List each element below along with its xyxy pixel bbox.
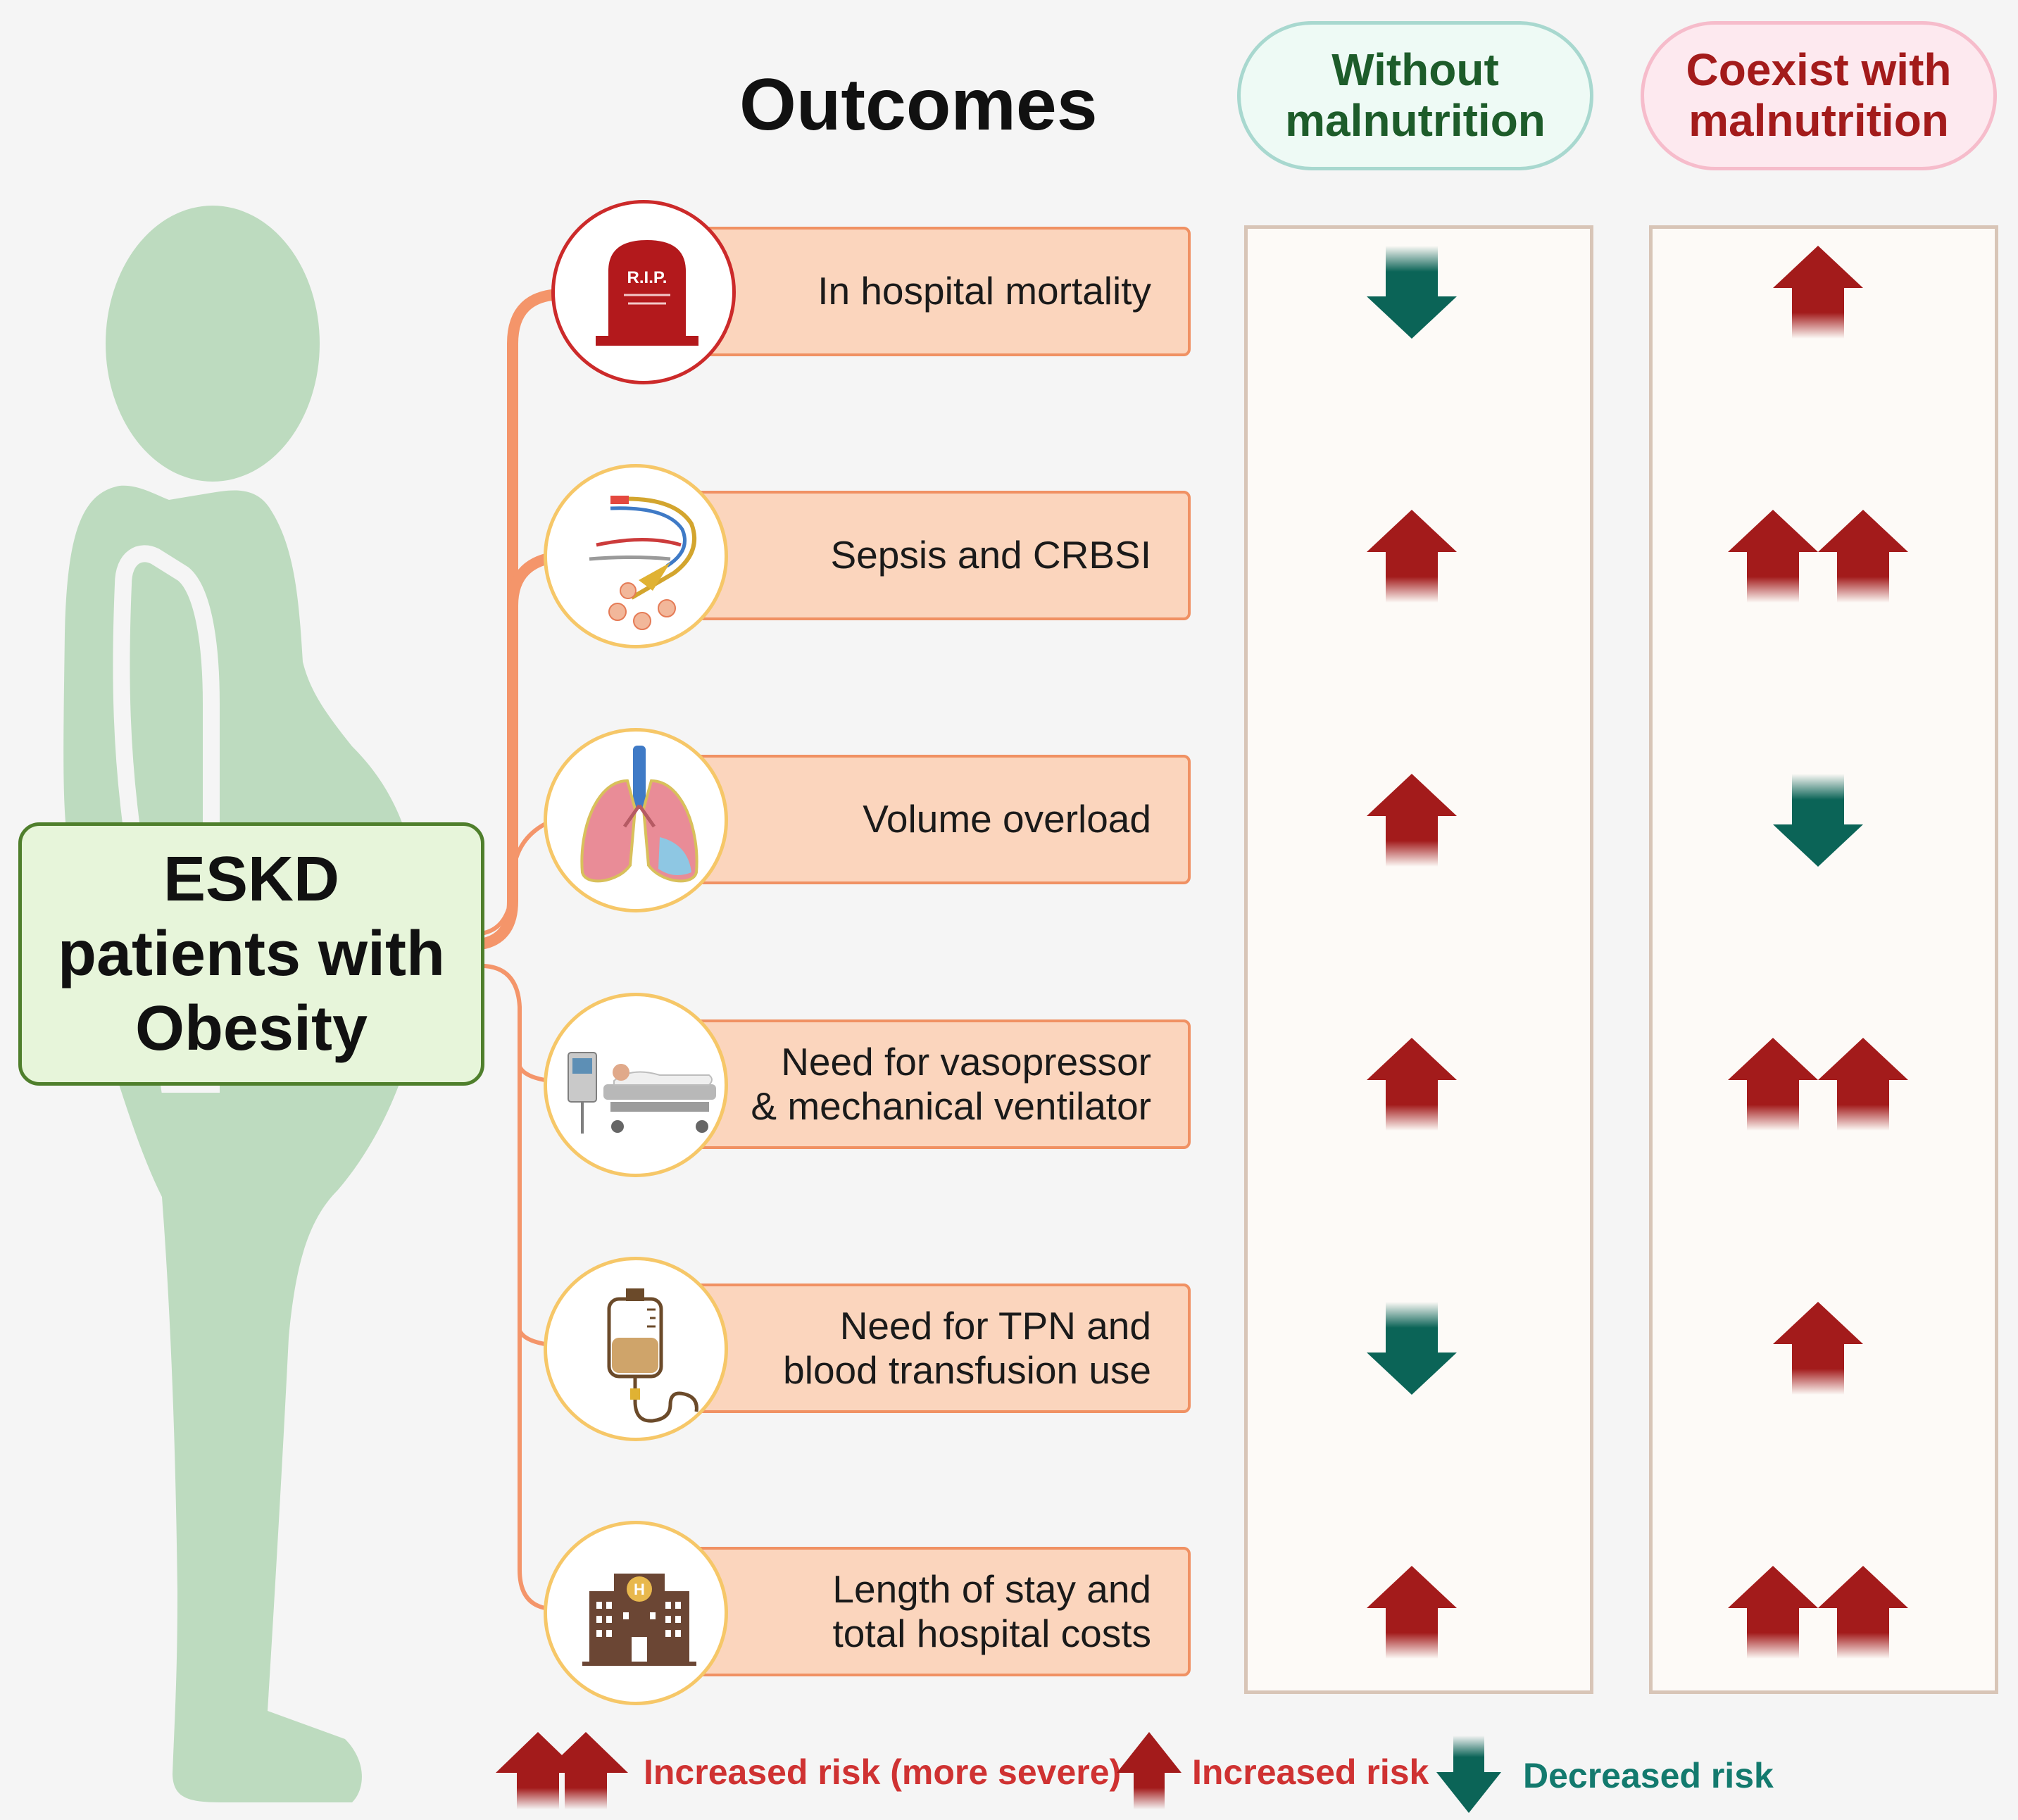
lungs-icon bbox=[544, 728, 728, 912]
tombstone-icon: R.I.P. bbox=[551, 200, 736, 384]
outcome-label: blood transfusion use bbox=[783, 1348, 1151, 1392]
outcome-box-length-of-stay: Length of stay and total hospital costs bbox=[690, 1547, 1191, 1676]
outcome-box-sepsis: Sepsis and CRBSI bbox=[690, 491, 1191, 620]
increase-arrow-icon bbox=[1367, 1566, 1457, 1659]
outcome-label: Volume overload bbox=[863, 797, 1151, 841]
person-silhouette bbox=[63, 206, 422, 1802]
outcome-label: total hospital costs bbox=[832, 1612, 1151, 1655]
outcome-box-volume-overload: Volume overload bbox=[690, 755, 1191, 884]
decrease-arrow-icon bbox=[1773, 774, 1863, 867]
increase-arrow-icon bbox=[1773, 246, 1863, 339]
legend-double-up-label: Increased risk (more severe) bbox=[644, 1752, 1122, 1792]
legend-down-label: Decreased risk bbox=[1523, 1756, 1774, 1795]
page-title: Outcomes bbox=[739, 64, 1098, 146]
increase-arrow-icon bbox=[1367, 1038, 1457, 1131]
hospital-bed-icon bbox=[544, 993, 728, 1177]
increase-arrow-icon bbox=[1728, 1038, 1818, 1131]
tombstone-text: R.I.P. bbox=[627, 268, 668, 287]
eskd-line: patients with bbox=[57, 918, 446, 989]
increase-arrow-icon bbox=[1367, 774, 1457, 867]
column-header-line: Coexist with bbox=[1686, 44, 1952, 96]
increase-arrow-icon bbox=[1728, 510, 1818, 603]
decrease-arrow-icon bbox=[1367, 1302, 1457, 1395]
column-header-without-malnutrition: Without malnutrition bbox=[1237, 21, 1593, 170]
outcome-box-tpn: Need for TPN and blood transfusion use bbox=[690, 1284, 1191, 1413]
outcome-label: Sepsis and CRBSI bbox=[830, 533, 1152, 577]
outcome-box-mortality: In hospital mortality bbox=[690, 227, 1191, 356]
outcome-label: & mechanical ventilator bbox=[751, 1084, 1151, 1128]
outcome-label: Length of stay and bbox=[832, 1567, 1151, 1611]
legend-up-label: Increased risk bbox=[1192, 1752, 1429, 1792]
increase-arrow-icon bbox=[1818, 1038, 1908, 1131]
increase-arrow-icon bbox=[1818, 1566, 1908, 1659]
eskd-line: Obesity bbox=[134, 993, 368, 1065]
outcome-label: Need for TPN and bbox=[839, 1303, 1151, 1348]
column-header-coexist-with-malnutrition: Coexist with malnutrition bbox=[1641, 21, 1997, 170]
outcome-box-vasopressor: Need for vasopressor & mechanical ventil… bbox=[690, 1019, 1191, 1149]
coexist-malnutrition-panel bbox=[1649, 225, 1998, 1694]
outcome-label: In hospital mortality bbox=[817, 269, 1151, 313]
without-malnutrition-panel bbox=[1244, 225, 1593, 1694]
decrease-arrow-icon bbox=[1367, 246, 1457, 339]
hospital-sign-text: H bbox=[634, 1581, 645, 1598]
legend-up-icon bbox=[1117, 1732, 1182, 1809]
legend-double-up-icon bbox=[496, 1732, 628, 1809]
increase-arrow-icon bbox=[1367, 510, 1457, 603]
iv-bag-icon bbox=[544, 1257, 728, 1441]
increase-arrow-icon bbox=[1818, 510, 1908, 603]
legend-down-icon bbox=[1436, 1736, 1501, 1813]
column-header-line: Without bbox=[1331, 44, 1499, 96]
increase-arrow-icon bbox=[1773, 1302, 1863, 1395]
outcome-label: Need for vasopressor bbox=[781, 1039, 1151, 1084]
increase-arrow-icon bbox=[1728, 1566, 1818, 1659]
eskd-patients-box: ESKD patients with Obesity bbox=[18, 822, 484, 1086]
column-header-line: malnutrition bbox=[1285, 95, 1546, 146]
column-header-line: malnutrition bbox=[1688, 95, 1949, 146]
eskd-line: ESKD bbox=[163, 843, 340, 915]
hospital-building-icon: H bbox=[544, 1521, 728, 1705]
catheter-icon bbox=[544, 464, 728, 648]
